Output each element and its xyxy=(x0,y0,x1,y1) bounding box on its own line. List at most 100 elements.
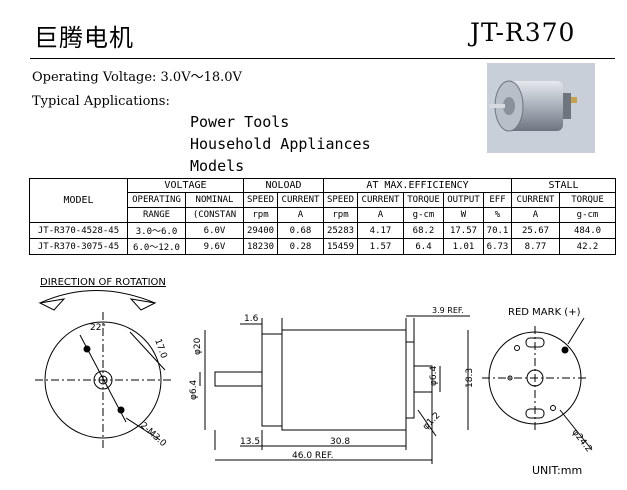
cell-me-output: 17.57 xyxy=(443,222,484,239)
red-mark-dot xyxy=(561,346,569,354)
range-header: RANGE xyxy=(127,207,186,223)
application-item: Models xyxy=(190,157,245,175)
cell-st-torque: 42.2 xyxy=(558,238,617,255)
cell-nl-speed: 29400 xyxy=(243,222,278,239)
dim-angle: 22° xyxy=(90,323,106,333)
motor-flange xyxy=(261,333,283,427)
table-row: JT-R370-3075-45 6.0～12.0 9.6V 18230 0.28… xyxy=(29,238,617,255)
noload-header: NOLOAD xyxy=(243,178,324,193)
st-torque-header: TORQUE xyxy=(558,192,617,208)
me-output-header: OUTPUT xyxy=(443,192,484,208)
max-eff-header: AT MAX.EFFICIENCY xyxy=(323,178,512,193)
application-item: Household Appliances xyxy=(190,135,371,153)
cell-me-speed: 15459 xyxy=(323,238,358,255)
dim-l308: 30.8 xyxy=(330,437,350,447)
dim-d64b: φ6.4 xyxy=(429,365,439,386)
cell-st-current: 25.67 xyxy=(511,222,560,239)
cell-me-current: 4.17 xyxy=(357,222,404,239)
rotation-arc xyxy=(39,290,156,304)
arrow-left-icon xyxy=(38,298,66,311)
technical-drawing: DIRECTION OF ROTATION 22° 17.0 2-M3.0 1.… xyxy=(35,277,594,477)
cell-me-torque: 6.4 xyxy=(403,238,444,255)
cell-range: 3.0～6.0 xyxy=(127,222,186,239)
front-outline xyxy=(44,321,162,439)
dim-l460: 46.0 REF. xyxy=(292,451,333,461)
operating-header: OPERATING xyxy=(127,192,186,208)
red-mark-label: RED MARK (+) xyxy=(508,307,581,318)
cell-model: JT-R370-3075-45 xyxy=(29,238,128,255)
unit-gcm: g-cm xyxy=(403,207,444,223)
nl-current-header: CURRENT xyxy=(277,192,324,208)
cell-model: JT-R370-4528-45 xyxy=(29,222,128,239)
me-speed-header: SPEED xyxy=(323,192,358,208)
cell-nl-speed: 18230 xyxy=(243,238,278,255)
application-item: Power Tools xyxy=(190,113,290,131)
cell-st-current: 8.77 xyxy=(511,238,560,255)
cell-st-torque: 484.0 xyxy=(558,222,617,239)
dim-d242: φ24.2 xyxy=(570,428,594,455)
d12-leader xyxy=(417,409,437,437)
cell-me-speed: 25283 xyxy=(323,222,358,239)
unit-rpm: rpm xyxy=(323,207,358,223)
stall-header: STALL xyxy=(510,178,617,193)
cell-me-torque: 68.2 xyxy=(403,222,444,239)
direction-label: DIRECTION OF ROTATION xyxy=(40,277,166,288)
dim-h183: 18.3 xyxy=(465,368,475,388)
nl-speed-header: SPEED xyxy=(243,192,278,208)
arrow-right-icon xyxy=(129,298,157,311)
header-divider xyxy=(30,58,615,59)
unit-pct: % xyxy=(483,207,512,223)
rear-hole xyxy=(507,375,513,381)
dim-d20: φ20 xyxy=(193,337,203,355)
unit-a: A xyxy=(357,207,404,223)
cell-me-current: 1.57 xyxy=(357,238,404,255)
spec-table: MODEL VOLTAGE NOLOAD AT MAX.EFFICIENCY S… xyxy=(29,178,617,255)
rear-view: RED MARK (+) φ24.2 UNIT:mm xyxy=(482,307,594,477)
unit-gcm: g-cm xyxy=(558,207,617,223)
dim-l135: 13.5 xyxy=(240,437,260,447)
dim-r17: 17.0 xyxy=(152,338,168,361)
cell-me-eff: 6.73 xyxy=(483,238,512,255)
terminal-slot xyxy=(525,337,545,348)
table-row: JT-R370-4528-45 3.0～6.0 6.0V 29400 0.68 … xyxy=(29,222,617,239)
front-view: DIRECTION OF ROTATION 22° 17.0 2-M3.0 xyxy=(35,277,171,449)
cell-nominal: 6.0V xyxy=(185,222,244,239)
applications-label: Typical Applications: xyxy=(32,94,170,109)
dim-d64a: φ6.4 xyxy=(189,379,199,400)
cell-nl-current: 0.68 xyxy=(277,222,324,239)
unit-a: A xyxy=(277,207,324,223)
operating-voltage: Operating Voltage: 3.0V～18.0V xyxy=(32,70,242,85)
motor-shaft xyxy=(214,371,263,387)
unit-a: A xyxy=(511,207,560,223)
motor-endcap xyxy=(405,341,415,419)
cell-me-output: 1.01 xyxy=(443,238,484,255)
unit-w: W xyxy=(443,207,484,223)
hole-axis xyxy=(79,334,127,423)
rear-hole xyxy=(550,405,556,411)
cell-nl-current: 0.28 xyxy=(277,238,324,255)
dim-l16: 1.6 xyxy=(244,314,259,324)
unit-rpm: rpm xyxy=(243,207,278,223)
me-current-header: CURRENT xyxy=(357,192,404,208)
cell-nominal: 9.6V xyxy=(185,238,244,255)
model-header: MODEL xyxy=(29,178,128,223)
constant-header: (CONSTAN xyxy=(185,207,244,223)
r17-leader xyxy=(129,331,166,371)
motor-body xyxy=(281,329,407,431)
nominal-header: NOMINAL xyxy=(185,192,244,208)
cell-me-eff: 70.1 xyxy=(483,222,512,239)
m3-leader xyxy=(125,417,161,441)
d242-leader xyxy=(559,409,593,451)
unit-label: UNIT:mm xyxy=(532,464,582,477)
side-view: 1.6 3.9 REF. φ20 φ6.4 13.5 30.8 46.0 REF… xyxy=(189,306,475,464)
motor-boss xyxy=(413,365,433,393)
model-number: JT-R370 xyxy=(470,18,576,47)
dim-l39: 3.9 REF. xyxy=(432,306,464,315)
red-mark-leader xyxy=(567,317,585,345)
rear-hole xyxy=(514,345,520,351)
motor-photo xyxy=(487,63,595,153)
voltage-header: VOLTAGE xyxy=(127,178,244,193)
cell-range: 6.0～12.0 xyxy=(127,238,186,255)
brand-name: 巨腾电机 xyxy=(34,24,134,52)
dim-m3: 2-M3.0 xyxy=(138,421,168,449)
